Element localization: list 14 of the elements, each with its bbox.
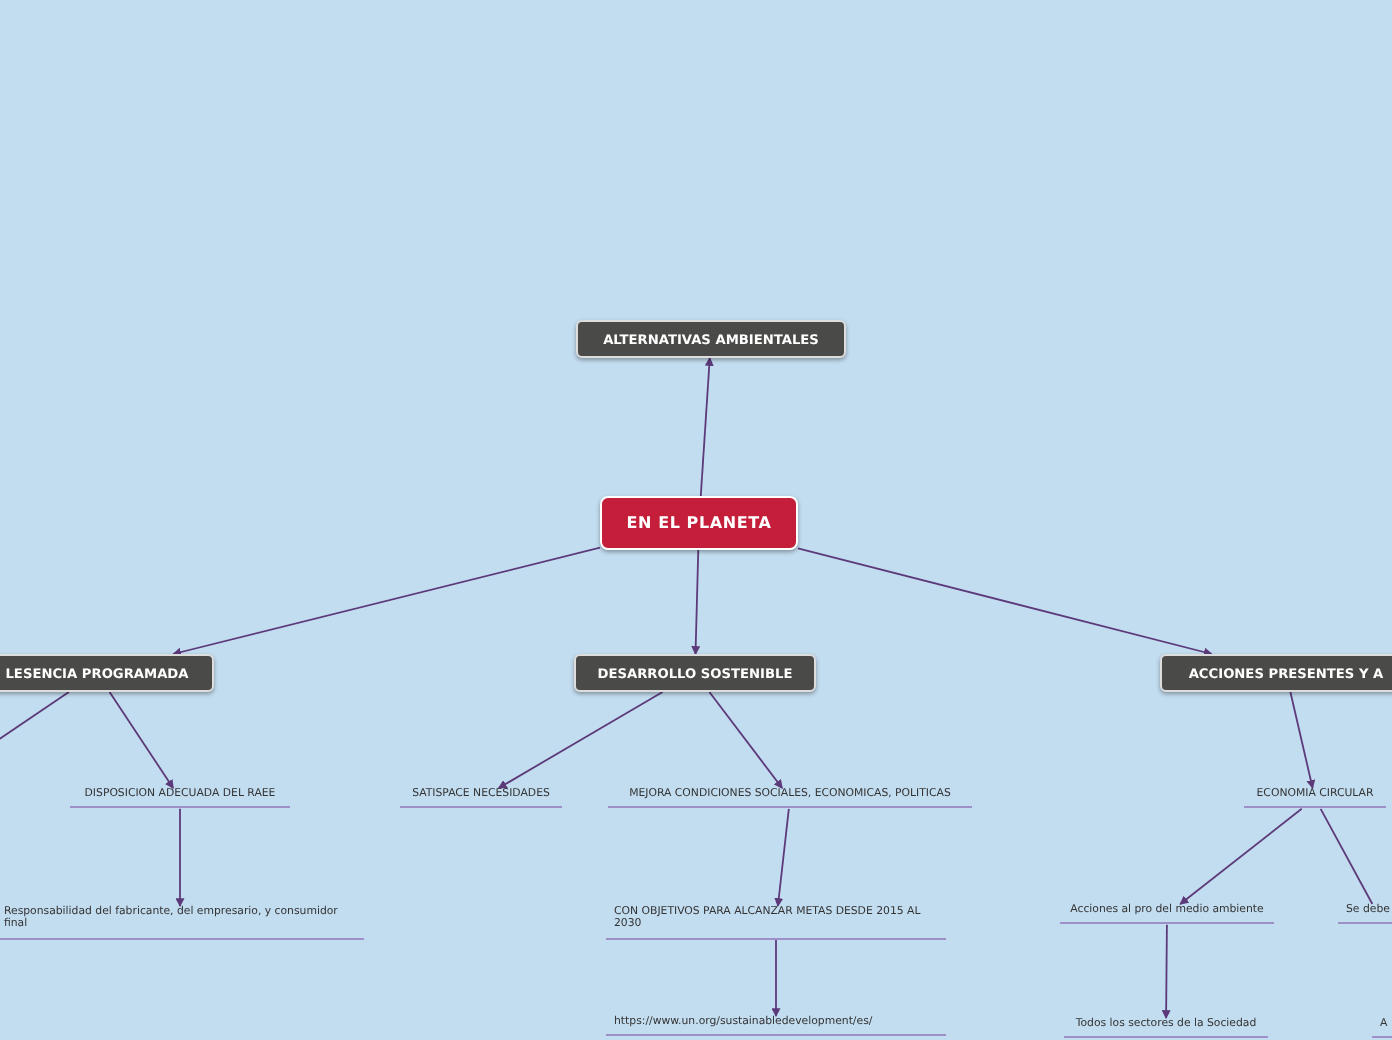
connector-arrow <box>172 546 601 657</box>
connector-arrow <box>497 691 664 789</box>
connector-arrow <box>797 547 1213 657</box>
connector-arrow <box>1161 923 1171 1020</box>
connector-arrow <box>1289 691 1316 790</box>
connector-arrow <box>108 691 174 789</box>
connector-arrow <box>708 691 783 789</box>
connector-arrow <box>691 549 701 656</box>
connector-arrow <box>699 356 714 497</box>
connector-arrow <box>1179 807 1303 905</box>
connector-arrow <box>175 807 185 908</box>
central-topic-box: EN EL PLANETA <box>600 496 798 550</box>
connector-arrow <box>771 938 781 1018</box>
connector-arrow <box>774 807 790 908</box>
